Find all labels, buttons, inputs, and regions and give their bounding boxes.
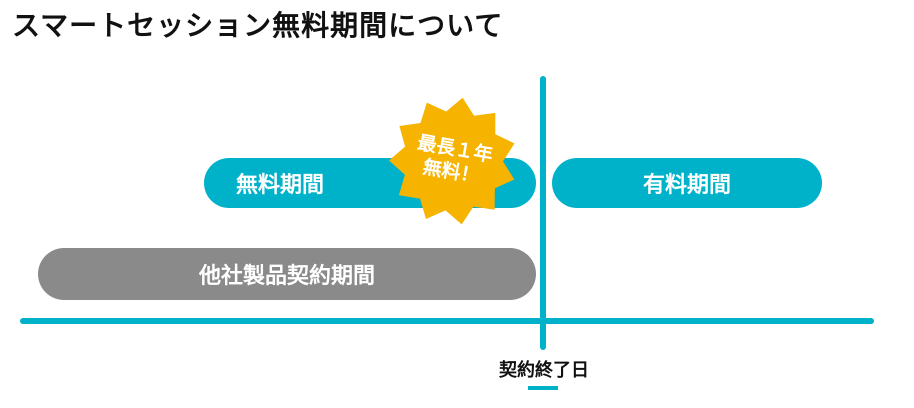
free-year-badge: 最長１年 無料！ [388, 96, 518, 226]
starburst-icon [389, 97, 515, 225]
paid-period-label: 有料期間 [642, 173, 731, 198]
timeline-axis [20, 318, 874, 324]
paid-period-bar: 有料期間 [552, 158, 822, 208]
other-contract-period-bar: 他社製品契約期間 [38, 248, 536, 300]
free-period-label: 無料期間 [236, 173, 325, 198]
other-contract-period-label: 他社製品契約期間 [198, 264, 375, 289]
contract-end-divider [540, 76, 546, 350]
contract-end-label: 契約終了日 [499, 360, 589, 381]
contract-end-underline [528, 386, 558, 390]
page-title: スマートセッション無料期間について [12, 9, 504, 42]
